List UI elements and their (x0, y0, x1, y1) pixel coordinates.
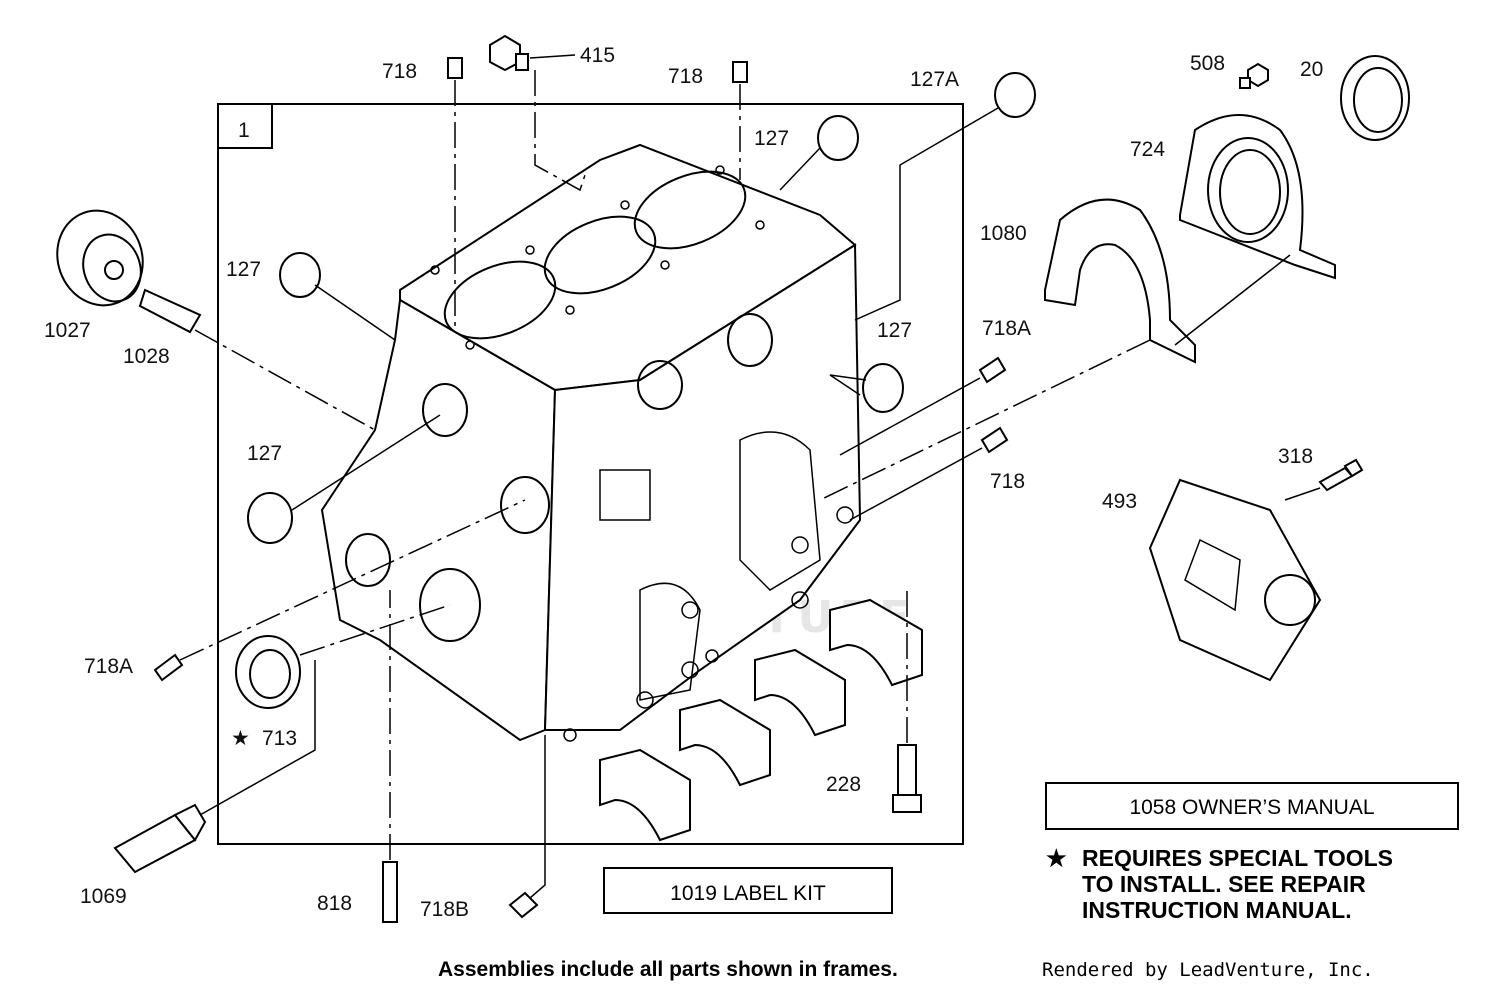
footer-assemblies-note: Assemblies include all parts shown in fr… (438, 958, 898, 981)
bearing-cap-3[interactable] (754, 648, 846, 737)
bearing-cap-2[interactable] (679, 698, 771, 787)
callout-818: 818 (317, 892, 352, 915)
dowel-718-top-mid[interactable] (732, 61, 748, 83)
note-line-1: REQUIRES SPECIAL TOOLS (1082, 845, 1393, 871)
oil-filter-1027[interactable] (44, 199, 156, 318)
leader-1069 (199, 660, 316, 816)
callout-508: 508 (1190, 52, 1225, 75)
dowel-718A-left[interactable] (153, 653, 184, 682)
leader-718B (529, 735, 546, 899)
callout-1080: 1080 (980, 222, 1027, 245)
leader-713 (299, 604, 451, 656)
callout-20: 20 (1300, 58, 1323, 81)
leader-1080 (819, 339, 1151, 501)
callout-415: 415 (580, 44, 615, 67)
callout-127A: 127A (910, 68, 959, 91)
callout-718B: 718B (420, 898, 469, 921)
seal-127-right[interactable] (862, 363, 904, 413)
owners-manual-box[interactable] (1045, 782, 1459, 830)
callout-1069: 1069 (80, 885, 127, 908)
note-line-3: INSTRUCTION MANUAL. (1082, 897, 1352, 923)
star-icon-713: ★ (231, 727, 250, 750)
label-kit-box[interactable] (603, 867, 893, 914)
leader-724 (1174, 254, 1291, 346)
leader-415 (529, 54, 576, 59)
leader-718-right (849, 447, 983, 521)
callout-127-right: 127 (877, 319, 912, 342)
bolt-508[interactable] (1239, 62, 1269, 89)
callout-127-top: 127 (754, 127, 789, 150)
callout-718-top-left: 718 (382, 60, 417, 83)
bolt-318[interactable] (1318, 458, 1364, 492)
callout-318: 318 (1278, 445, 1313, 468)
callout-127-left: 127 (226, 258, 261, 281)
leader-127-top (779, 147, 821, 191)
leader-1028 (194, 329, 376, 431)
seal-127-left[interactable] (279, 252, 321, 298)
callout-713: 713 (262, 727, 297, 750)
stud-818[interactable] (382, 861, 398, 923)
dowel-718-right[interactable] (980, 426, 1009, 454)
seal-713[interactable] (235, 635, 301, 709)
leader-718A-right (839, 377, 981, 456)
leader-127-lower (291, 414, 441, 511)
label-kit-text: 1019 LABEL KIT (670, 882, 826, 905)
callout-718A-left: 718A (84, 655, 133, 678)
note-star-icon: ★ (1046, 845, 1067, 871)
seal-20[interactable] (1340, 55, 1410, 141)
callout-1028: 1028 (123, 345, 170, 368)
fitting-1028[interactable] (138, 288, 202, 334)
callout-718A-right: 718A (982, 317, 1031, 340)
bearing-cap-4[interactable] (829, 598, 923, 687)
callout-228: 228 (826, 773, 861, 796)
assembly-frame (217, 103, 964, 845)
plug-127A[interactable] (994, 72, 1036, 118)
frame-label: 1 (238, 119, 250, 142)
sensor-1069[interactable] (113, 803, 207, 874)
housing-724[interactable] (1179, 114, 1336, 280)
plate-493[interactable] (1148, 478, 1322, 682)
callout-718-right: 718 (990, 470, 1025, 493)
note-line-2: TO INSTALL. SEE REPAIR (1082, 871, 1366, 897)
seal-127-lower[interactable] (247, 492, 293, 544)
callout-127-lower: 127 (247, 442, 282, 465)
plug-415[interactable] (489, 34, 529, 72)
leader-318 (1284, 487, 1321, 501)
dowel-718B[interactable] (508, 891, 539, 919)
footer-credit: Rendered by LeadVenture, Inc. (1042, 959, 1374, 981)
leader-127-left (314, 284, 396, 341)
frame-label-box (217, 103, 273, 149)
callout-718-top-mid: 718 (668, 65, 703, 88)
leader-127-right (829, 374, 867, 396)
cylinder-block[interactable] (320, 143, 862, 742)
owners-manual-text: 1058 OWNER’S MANUAL (1129, 796, 1374, 819)
bearing-cap-1[interactable] (599, 748, 691, 842)
plug-127-top[interactable] (817, 115, 859, 161)
retainer-1080[interactable] (1044, 198, 1196, 364)
callout-493: 493 (1102, 490, 1137, 513)
leader-415-down (534, 70, 586, 192)
bolt-228[interactable] (892, 744, 922, 813)
leader-127A (854, 107, 999, 321)
callout-724: 724 (1130, 138, 1165, 161)
dowel-718A-right[interactable] (978, 356, 1007, 384)
leader-718A-left (179, 499, 526, 661)
callout-1027: 1027 (44, 319, 91, 342)
dowel-718-top-left[interactable] (447, 57, 463, 79)
